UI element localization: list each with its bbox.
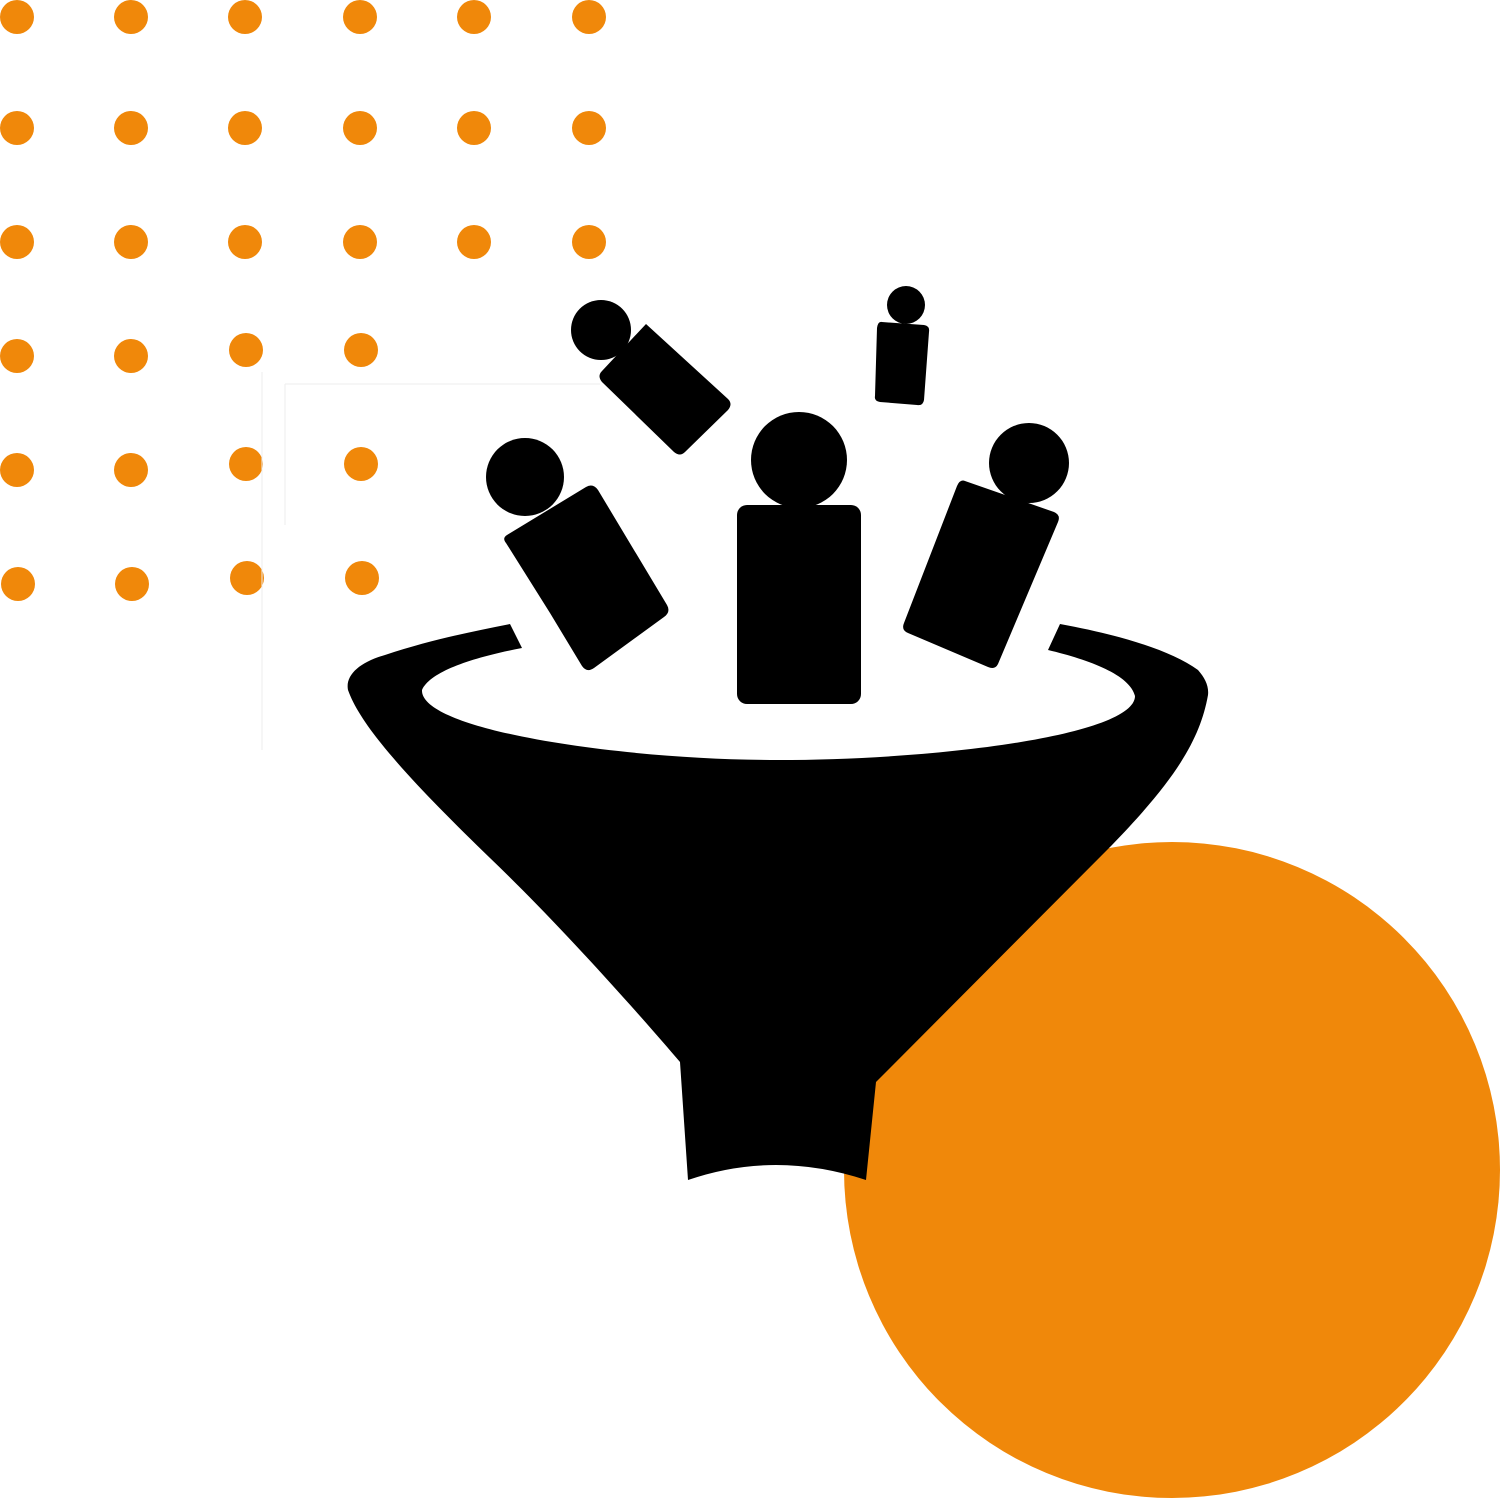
dot-row-3	[0, 225, 606, 259]
person-icon-left	[486, 438, 669, 671]
dot	[0, 111, 34, 145]
dot-row-5	[0, 447, 378, 487]
person-icon-center	[737, 412, 861, 704]
dot	[572, 225, 606, 259]
dot-grid	[0, 0, 606, 601]
dot	[115, 567, 149, 601]
dot	[230, 561, 264, 595]
dot	[1, 567, 35, 601]
dot	[572, 0, 606, 34]
dot	[0, 453, 34, 487]
dot	[0, 0, 34, 34]
person-icon-small	[874, 286, 930, 406]
dot	[114, 0, 148, 34]
dot	[114, 111, 148, 145]
dot	[343, 111, 377, 145]
dot	[457, 225, 491, 259]
dot	[0, 339, 34, 373]
accent-circle	[844, 842, 1500, 1498]
dot	[345, 561, 379, 595]
dot	[114, 339, 148, 373]
funnel-body	[347, 624, 1209, 1180]
dot	[114, 453, 148, 487]
dot	[229, 333, 263, 367]
person-icon-tilted	[571, 300, 731, 455]
dot	[0, 225, 34, 259]
dot	[343, 0, 377, 34]
faint-guide-lines	[261, 372, 600, 750]
dot	[114, 225, 148, 259]
person-icon-right	[903, 423, 1069, 668]
dot	[572, 111, 606, 145]
dot	[228, 225, 262, 259]
dot	[457, 111, 491, 145]
dot-row-1	[0, 0, 606, 34]
dot-row-4	[0, 333, 378, 373]
dot	[228, 0, 262, 34]
dot	[344, 447, 378, 481]
dot	[229, 447, 263, 481]
dot	[228, 111, 262, 145]
funnel-icon	[347, 286, 1209, 1180]
dot	[343, 225, 377, 259]
dot-row-6	[1, 561, 379, 601]
dot	[457, 0, 491, 34]
dot	[344, 333, 378, 367]
dot-row-2	[0, 111, 606, 145]
